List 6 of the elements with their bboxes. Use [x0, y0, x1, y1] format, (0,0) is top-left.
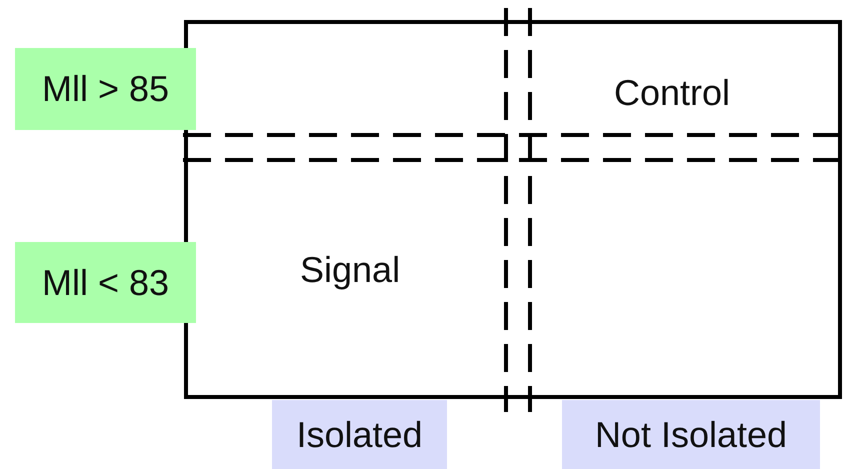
label-box: Not Isolated	[562, 400, 820, 469]
region-label: Signal	[300, 249, 400, 291]
region-label: Control	[614, 72, 730, 114]
label-box: Mll < 83	[15, 242, 196, 323]
label-box: Isolated	[272, 400, 447, 469]
label-box: Mll > 85	[15, 48, 196, 130]
